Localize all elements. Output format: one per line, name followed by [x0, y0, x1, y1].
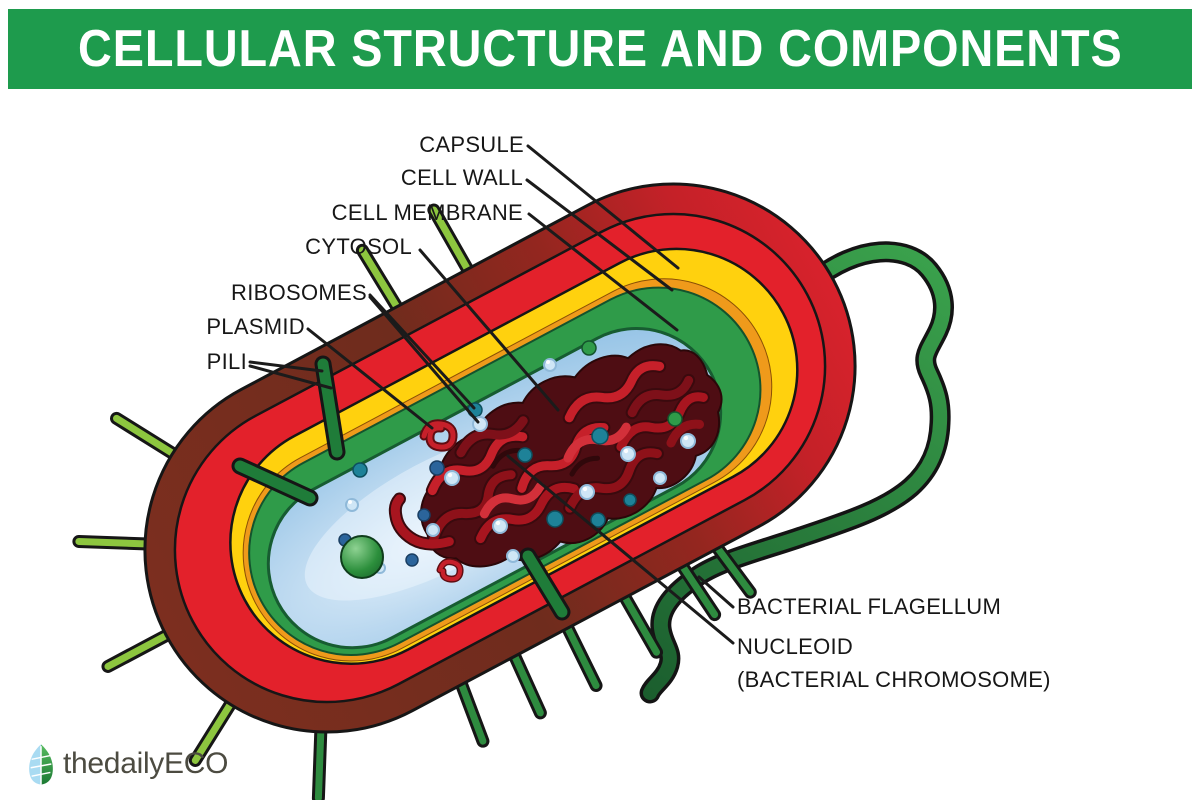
- ribosome-dots: [338, 340, 696, 574]
- label-nucleoid-line2: (BACTERIAL CHROMOSOME): [737, 667, 1051, 692]
- leaf-icon: [29, 744, 53, 785]
- label-nucleoid: NUCLEOID (BACTERIAL CHROMOSOME): [737, 630, 1051, 696]
- label-bacterial-flagellum: BACTERIAL FLAGELLUM: [737, 594, 1002, 619]
- label-ribosomes: RIBOSOMES: [231, 280, 367, 305]
- pili-spikes: [72, 203, 757, 800]
- label-capsule: CAPSULE: [419, 132, 524, 157]
- header-banner: CELLULAR STRUCTURE AND COMPONENTS: [8, 9, 1192, 89]
- label-nucleoid-line1: NUCLEOID: [737, 634, 854, 659]
- label-pili: PILI: [206, 349, 247, 374]
- green-granule: [340, 535, 384, 579]
- page-title: CELLULAR STRUCTURE AND COMPONENTS: [77, 20, 1123, 78]
- flagellum: [639, 241, 954, 704]
- label-plasmid: PLASMID: [206, 314, 305, 339]
- nucleoid: [388, 343, 723, 568]
- label-cell-membrane: CELL MEMBRANE: [331, 200, 523, 225]
- pili-piercing-rods: [231, 355, 571, 621]
- leader-lines: [248, 144, 735, 645]
- label-cell-wall: CELL WALL: [400, 165, 523, 190]
- label-cytosol: CYTOSOL: [305, 234, 412, 259]
- logo-text: thedailyECO: [63, 747, 229, 780]
- site-logo: thedailyECO: [26, 742, 228, 786]
- plasmid-knots: [419, 419, 464, 583]
